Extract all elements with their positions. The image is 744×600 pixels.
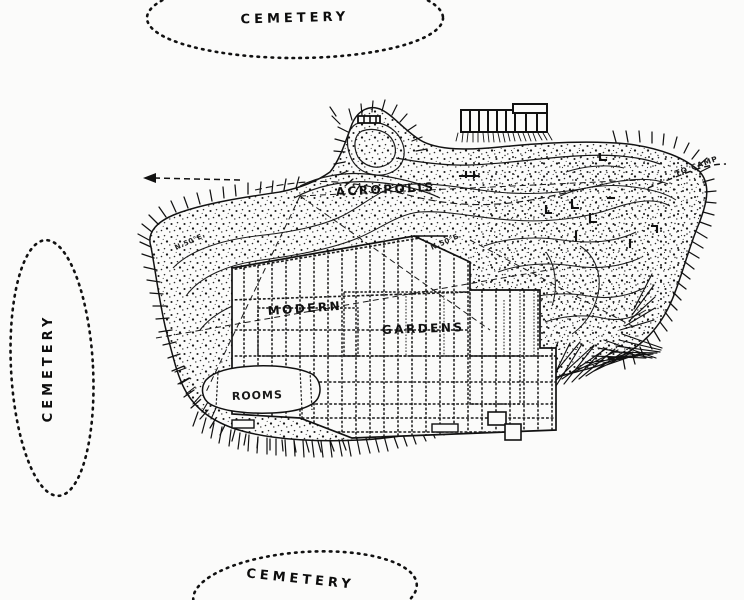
cemetery-north: CEMETERY [145,0,445,60]
to-camp-path [647,163,727,189]
rooms-label: ROOMS [232,388,283,403]
site-track [254,180,587,206]
rooms-enclosure [201,365,321,414]
range-north-wing [512,103,548,114]
rooms-outline [201,365,321,414]
rooms-cells [215,368,313,412]
acropolis-label: ACROPOLIS [335,180,435,199]
west-arrow-shaft [151,177,241,181]
acropolis-contours [293,121,441,199]
hachures-east [612,130,717,370]
scattered-wall-marks [458,152,659,249]
acropolis-structure [357,115,381,124]
site-outline [149,106,708,442]
west-arrow[interactable] [143,173,241,183]
survey-line-c [205,195,301,393]
cemetery-west-outline [9,238,95,498]
range-base-hachure [455,132,553,143]
west-arrow-head [143,173,156,183]
survey-lines [155,179,641,393]
survey-line-a [299,195,491,331]
gardens-label: GARDENS [382,320,465,337]
north-coast-path [395,154,661,166]
cemetery-west-label: CEMETERY [41,314,56,423]
hachures-northwest [137,176,347,453]
survey-line-d [469,239,637,329]
to-camp-trail[interactable] [647,163,727,189]
acropolis-wall [357,115,381,124]
cemetery-north-outline [145,0,445,60]
hachures-southeast-fan [539,273,663,391]
hachures-west-bay [174,367,217,420]
cemetery-west: CEMETERY [9,238,95,498]
south-shore-structures [231,411,522,441]
survey-line-b [299,179,641,197]
hachures-acropolis [329,99,428,195]
survey-line-e [155,267,561,339]
modern-label: MODERN [267,299,342,318]
cemetery-north-label: CEMETERY [240,10,349,28]
north-building-range [455,103,553,143]
